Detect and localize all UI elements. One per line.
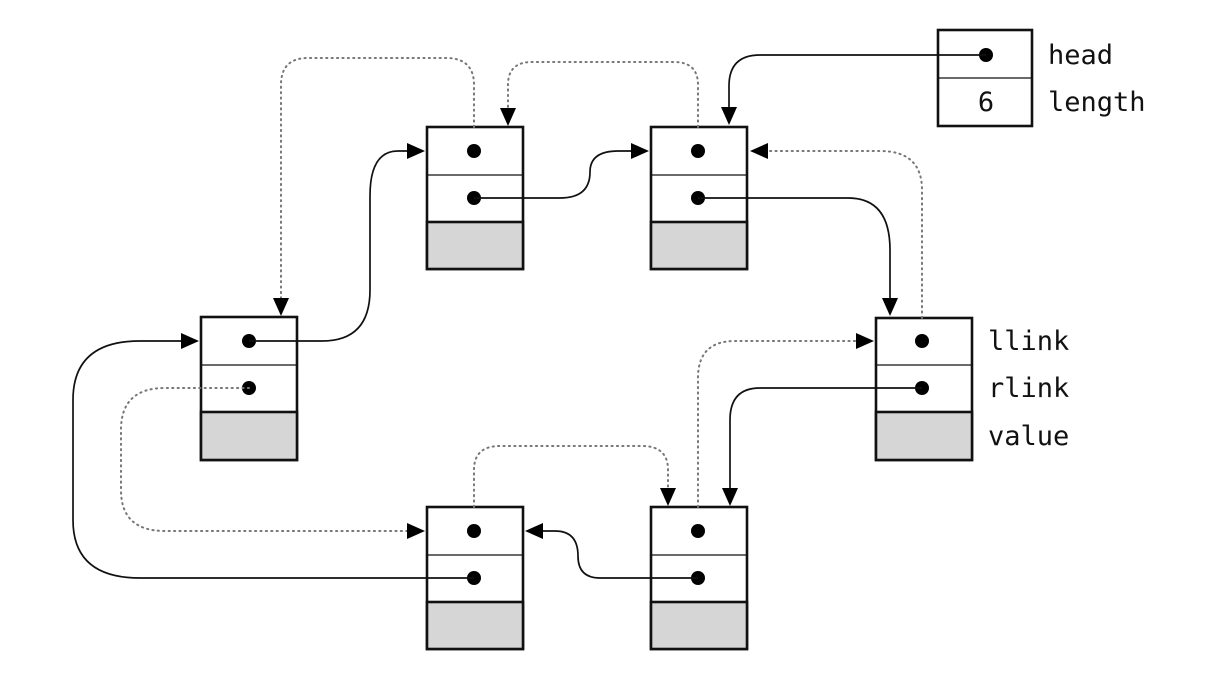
node-6-arrowhead [407, 143, 425, 159]
node-5-llink-arrowhead [660, 488, 676, 506]
node-1-value-cell [425, 220, 525, 271]
node-5-rlink-link [72, 340, 474, 579]
rlink-arrows [72, 54, 986, 579]
head-pointer-arrowhead [721, 107, 737, 125]
node-1-rlink-link [474, 150, 632, 199]
node-2-llink-dot [691, 144, 705, 158]
length-value: 6 [978, 87, 994, 118]
node-5-value-cell [425, 600, 525, 651]
node-1-llink-arrowhead [273, 298, 289, 316]
node-3-llink-link [767, 150, 923, 319]
llink-arrows [120, 57, 923, 539]
llink-label: llink [988, 326, 1069, 357]
node-3-llink-arrowhead [750, 143, 768, 159]
node-6-llink-arrowhead [407, 523, 425, 539]
node-2-llink-arrowhead [500, 108, 516, 126]
length-label: length [1048, 87, 1146, 118]
head-label: head [1048, 40, 1113, 71]
node-6-value-cell [199, 410, 299, 462]
list-node-4 [649, 505, 749, 651]
value-label: value [988, 421, 1069, 452]
node-5-rlink-arrowhead [181, 333, 199, 349]
node-4-llink-arrowhead [856, 333, 874, 349]
list-node-3: llink rlink value [874, 316, 1069, 462]
node-3-value-cell [874, 410, 974, 462]
node-1-llink-dot [467, 144, 481, 158]
node-2-value-cell [649, 220, 749, 271]
node-4-rlink-link [542, 530, 698, 579]
node-2-rlink-arrowhead [882, 298, 898, 316]
node-2-rlink-link [698, 197, 891, 298]
node-5-llink-dot [467, 524, 481, 538]
node-5-llink-link [473, 445, 669, 508]
head-pointer-link [728, 54, 986, 108]
node-6-llink-link [120, 387, 409, 532]
node-4-rlink-arrowhead [525, 523, 543, 539]
rlink-label: rlink [988, 373, 1069, 404]
node-3-rlink-link [729, 387, 922, 488]
node-3-rlink-arrowhead [722, 488, 738, 506]
node-2-llink-link [507, 61, 699, 128]
list-header: 6 head length [936, 28, 1146, 128]
node-4-llink-dot [691, 524, 705, 538]
node-4-value-cell [649, 600, 749, 651]
node-1-rlink-arrowhead [631, 143, 649, 159]
node-6-link [249, 150, 408, 342]
node-3-llink-dot [915, 334, 929, 348]
node-4-llink-link [697, 340, 857, 508]
